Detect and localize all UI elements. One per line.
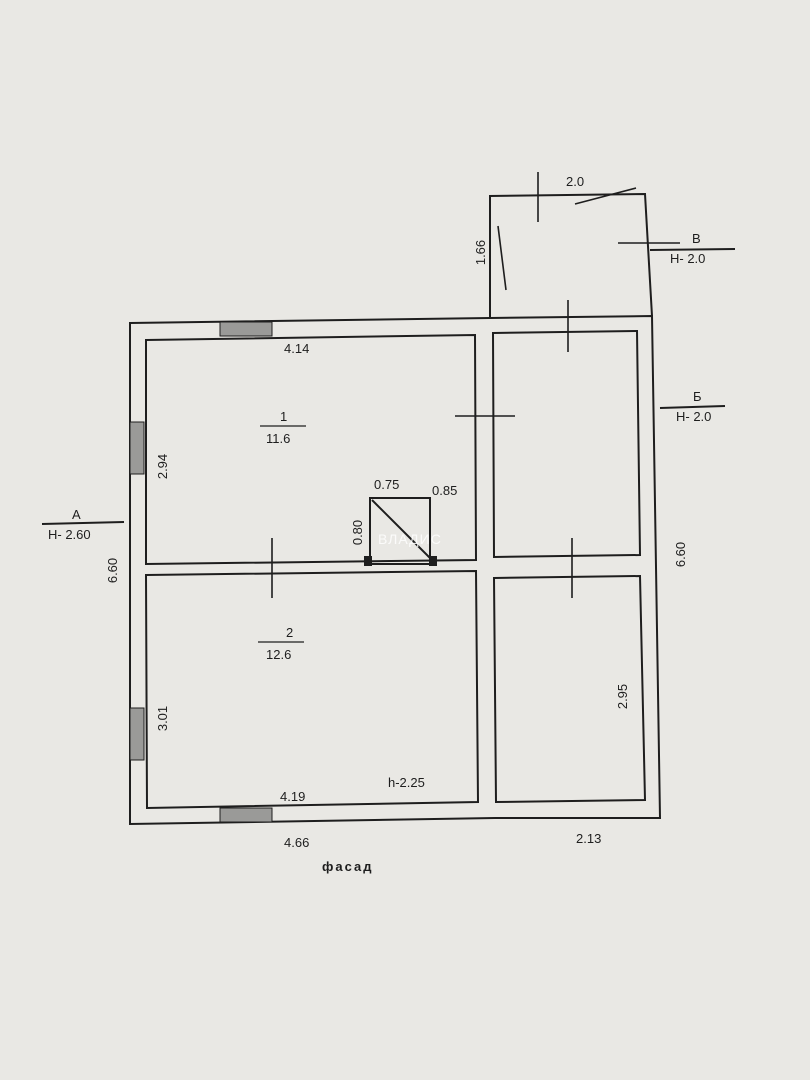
room-2-width-dim: 4.19 <box>280 789 306 804</box>
annex-bottom-inner <box>492 574 647 804</box>
window-left-lower <box>129 707 145 761</box>
watermark: ВЛАДИС <box>378 531 442 547</box>
section-b-letter: Б <box>693 389 702 404</box>
ceiling-height: h-2.25 <box>388 775 425 790</box>
stove-height-dim: 0.80 <box>350 519 366 546</box>
room-2-area: 12.6 <box>266 647 292 662</box>
annex-top-inner <box>491 329 642 559</box>
porch-depth-dim: 1.66 <box>473 239 489 266</box>
stove-foot-right <box>429 556 437 566</box>
annex-height-dim: 2.95 <box>615 683 631 710</box>
section-b-height: Н- 2.0 <box>676 409 712 424</box>
stove-width-dim: 0.75 <box>374 477 400 492</box>
porch-door-leaf <box>574 187 637 205</box>
leader-a <box>41 521 125 525</box>
room-2-number: 2 <box>286 625 294 640</box>
windows <box>129 321 273 823</box>
facade-label: фасад <box>322 859 374 874</box>
section-v-letter: В <box>692 231 701 246</box>
room-1-area: 11.6 <box>266 431 291 446</box>
room-1-width-dim: 4.14 <box>284 341 310 356</box>
section-a-height: Н- 2.60 <box>48 527 91 542</box>
room-1-height-dim: 2.94 <box>155 453 171 480</box>
leader-b <box>659 405 726 409</box>
room1-inner <box>145 333 478 566</box>
stove-outline <box>369 497 431 565</box>
stove-diagonal <box>371 499 433 561</box>
door-marks <box>271 172 680 598</box>
room-2-height-dim: 3.01 <box>155 705 171 732</box>
window-top <box>219 321 273 337</box>
wall-lines <box>41 192 736 826</box>
window-bottom <box>219 807 273 823</box>
room-1-number: 1 <box>280 409 288 424</box>
porch-door-leaf-2 <box>497 225 507 291</box>
stove-depth-dim: 0.85 <box>432 483 458 498</box>
room2-inner <box>144 569 480 810</box>
section-a-letter: А <box>72 507 81 522</box>
leader-v <box>649 248 736 251</box>
overall-depth-left: 6.60 <box>105 557 121 584</box>
window-left-upper <box>129 421 145 475</box>
outer-wall-outer <box>129 314 662 826</box>
porch-outline <box>489 192 653 318</box>
stove-foot-left <box>364 556 372 566</box>
overall-width-annex: 2.13 <box>576 831 602 846</box>
overall-depth-right: 6.60 <box>673 541 689 568</box>
overall-width-main: 4.66 <box>284 835 310 850</box>
section-v-height: Н- 2.0 <box>670 251 706 266</box>
porch-width-dim: 2.0 <box>566 174 585 189</box>
